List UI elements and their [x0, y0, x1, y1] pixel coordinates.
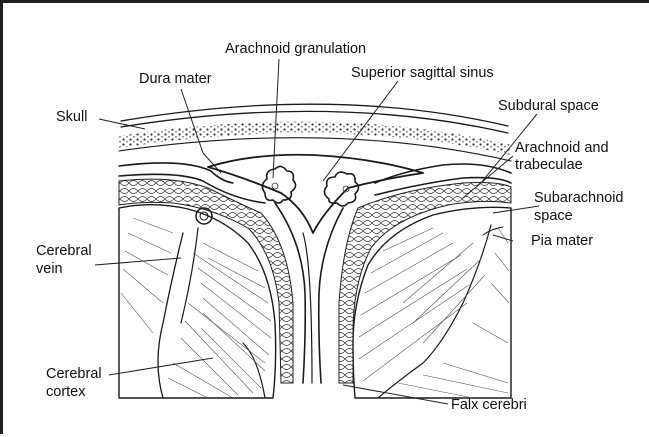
- arachnoid-granulation: [262, 166, 358, 206]
- label-pia-mater: Pia mater: [531, 233, 593, 249]
- meninges-diagram: Arachnoid granulation Dura mater Superio…: [3, 3, 649, 437]
- label-cerebral-cortex-2: cortex: [46, 384, 86, 400]
- label-arachnoid-trabeculae-1: Arachnoid and: [515, 140, 609, 156]
- arachnoid-layer-right: [339, 183, 511, 384]
- cerebral-cortex-left: [119, 205, 276, 398]
- label-subarachnoid-1: Subarachnoid: [534, 190, 624, 206]
- label-subarachnoid-2: space: [534, 208, 573, 224]
- label-arachnoid-trabeculae-2: trabeculae: [515, 157, 583, 173]
- label-cerebral-vein-2: vein: [36, 261, 63, 277]
- label-arachnoid-granulation: Arachnoid granulation: [225, 41, 366, 57]
- leader-lines: [95, 59, 539, 404]
- label-subdural-space: Subdural space: [498, 98, 599, 114]
- label-dura-mater: Dura mater: [139, 71, 212, 87]
- label-cerebral-cortex-1: Cerebral: [46, 366, 102, 382]
- cortex-fibers-right: [359, 228, 509, 398]
- label-falx-cerebri: Falx cerebri: [451, 397, 527, 413]
- skull: [119, 104, 511, 161]
- label-superior-sagittal-sinus: Superior sagittal sinus: [351, 65, 494, 81]
- label-cerebral-vein-1: Cerebral: [36, 243, 92, 259]
- label-skull: Skull: [56, 109, 87, 125]
